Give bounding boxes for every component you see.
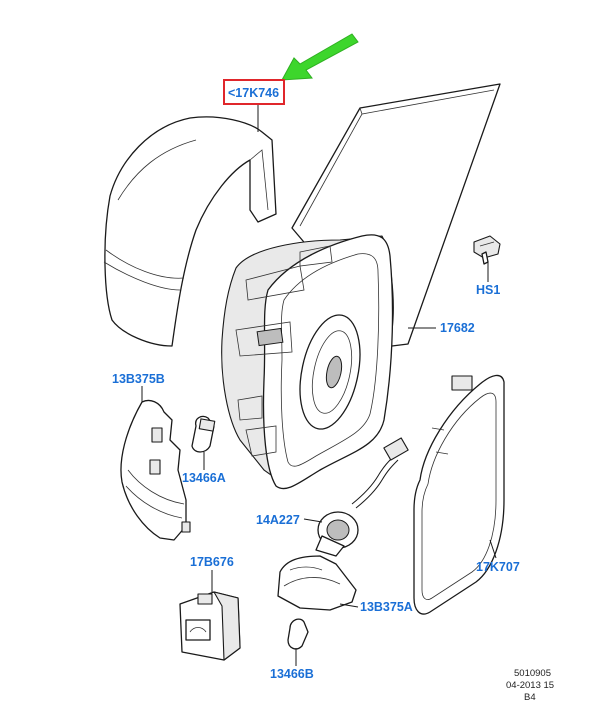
upper-lamp-housing [120,399,191,541]
label-lower-lamp-housing: 13B375A [360,600,413,614]
label-upper-bulb: 13466A [182,471,226,485]
mirror-housing [221,234,394,490]
upper-bulb [191,415,216,453]
switch-unit [179,591,241,661]
label-lower-bulb: 13466B [270,667,314,681]
label-upper-lamp-housing: 13B375B [112,372,165,386]
screw-part [473,235,501,265]
label-screw: HS1 [476,283,500,297]
leader-lines [141,104,497,666]
lower-bulb [287,618,309,650]
lower-lamp-housing [277,555,357,611]
label-mirror-backing: 17682 [440,321,475,335]
mirror-cover-cap [103,116,277,347]
mirror-glass [413,374,505,615]
reference-date: 04-2013 15 [506,680,554,691]
label-connector: 14A227 [256,513,300,527]
highlight-box [223,79,285,105]
connector-plug [315,437,409,557]
reference-sheet: B4 [524,692,536,703]
label-mirror-cover: <17K746 [228,86,279,100]
reference-number: 5010905 [514,668,551,679]
label-mirror-glass: 17K707 [476,560,520,574]
label-switch: 17B676 [190,555,234,569]
green-arrow-icon [281,33,359,81]
